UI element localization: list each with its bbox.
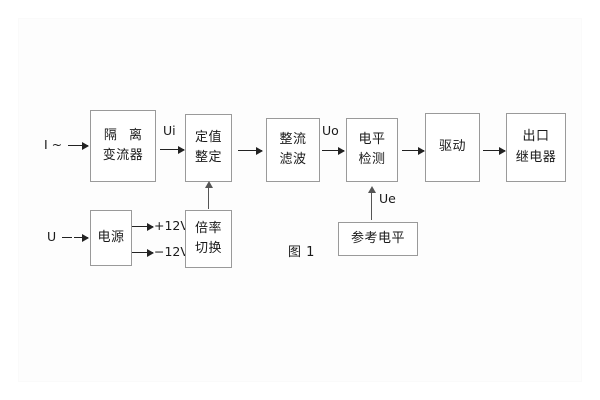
block-ratio-switch-line-1: 倍率 <box>194 220 222 236</box>
current-input-label: I ~ <box>44 137 63 152</box>
block-power-supply-line-1: 电源 <box>97 229 125 245</box>
block-rectify-filter-line-1: 整流 <box>279 131 307 147</box>
block-isolation-ct: 隔 离 变流器 <box>90 110 156 182</box>
block-isolation-ct-line-2: 变流器 <box>102 148 144 163</box>
arrow-level-to-drive <box>402 146 425 155</box>
rail-positive-label: +12V <box>154 218 189 233</box>
block-level-detect: 电平 检测 <box>346 118 398 182</box>
block-output-relay-line-2: 继电器 <box>515 149 557 165</box>
block-setting-value-line-2: 整定 <box>194 150 222 165</box>
block-rectify-filter: 整流 滤波 <box>266 118 320 182</box>
arrow-current-to-isolation <box>68 141 89 150</box>
arrow-isolation-to-setting <box>160 145 185 154</box>
block-level-detect-line-1: 电平 <box>358 131 386 147</box>
uo-signal-label: Uo <box>322 123 339 138</box>
block-output-relay: 出口 继电器 <box>506 113 566 182</box>
ue-signal-label: Ue <box>379 191 396 206</box>
arrow-ratio-to-setting <box>204 181 213 209</box>
block-drive-line-1: 驱动 <box>438 139 466 155</box>
arrow-rail-positive <box>132 222 154 231</box>
arrow-setting-to-rectify <box>238 146 263 155</box>
block-isolation-ct-line-1: 隔 离 <box>103 127 147 143</box>
block-reference-level: 参考电平 <box>338 222 418 256</box>
ui-signal-label: Ui <box>163 123 176 138</box>
block-reference-level-line-1: 参考电平 <box>350 230 405 246</box>
arrow-rail-negative <box>132 248 154 257</box>
figure-caption: 图 1 <box>288 245 315 260</box>
arrow-drive-to-relay <box>483 146 506 155</box>
block-power-supply: 电源 <box>90 210 132 266</box>
panel-frame <box>18 18 582 382</box>
block-setting-value: 定值 整定 <box>185 114 232 182</box>
block-level-detect-line-2: 检测 <box>358 152 386 167</box>
arrow-voltage-to-power <box>74 233 89 242</box>
arrow-rectify-to-level <box>322 146 345 155</box>
block-drive: 驱动 <box>425 113 480 182</box>
voltage-input-label: U <box>47 229 57 244</box>
block-setting-value-line-1: 定值 <box>194 129 222 145</box>
rail-negative-label: −12V <box>154 244 189 259</box>
block-output-relay-line-1: 出口 <box>522 129 550 145</box>
voltage-input-dash <box>62 237 72 238</box>
block-rectify-filter-line-2: 滤波 <box>279 152 307 167</box>
block-ratio-switch-line-2: 切换 <box>194 241 222 256</box>
arrow-reference-to-level <box>367 186 376 220</box>
block-ratio-switch: 倍率 切换 <box>185 210 232 268</box>
